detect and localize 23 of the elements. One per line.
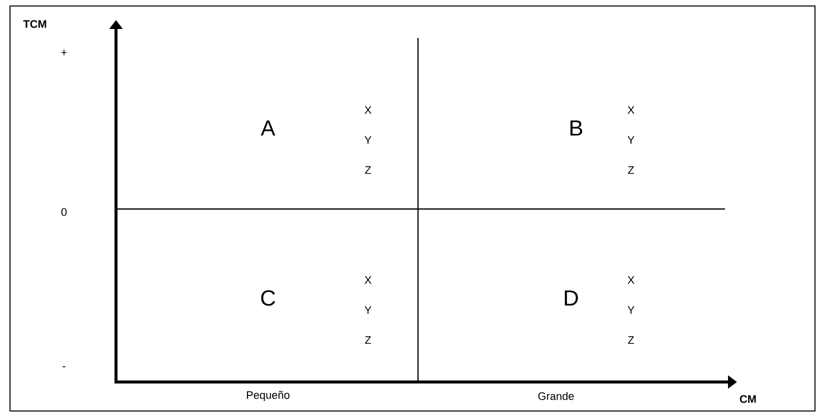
- item-label: Z: [628, 336, 634, 344]
- tick-label: 0: [61, 208, 67, 216]
- quadrant-letter: D: [564, 290, 578, 306]
- category-label: Pequeño: [246, 390, 290, 402]
- item-label: Y: [364, 306, 372, 314]
- item-label: Y: [628, 136, 634, 144]
- tick-label: +: [61, 50, 67, 56]
- quadrant-letter: B: [570, 120, 582, 136]
- item-label: X: [364, 106, 372, 114]
- item-label: Z: [365, 336, 371, 344]
- category-label: Grande: [538, 392, 574, 400]
- tick-label: -: [62, 366, 66, 368]
- item-label: Z: [628, 166, 634, 174]
- item-label: Y: [628, 306, 634, 314]
- axis-label: TCM: [23, 20, 46, 28]
- item-label: X: [628, 106, 634, 114]
- item-label: X: [364, 276, 372, 284]
- quadrant-letter: A: [260, 120, 276, 136]
- item-label: Y: [364, 136, 372, 144]
- item-label: X: [628, 276, 634, 284]
- item-label: Z: [365, 166, 371, 174]
- quadrant-letter: C: [261, 290, 276, 306]
- axis-label: CM: [740, 395, 756, 403]
